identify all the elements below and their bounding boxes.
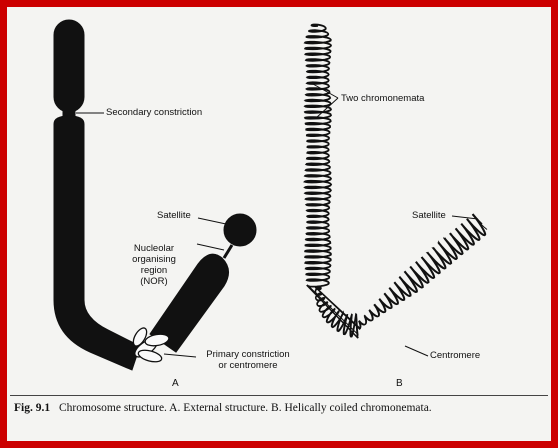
label-secondary-constriction: Secondary constriction — [106, 107, 203, 118]
chromosome-a-long-arm — [53, 115, 141, 371]
label-nor-line1: Nucleolar — [133, 243, 175, 254]
label-satellite-b: Satellite — [412, 210, 446, 221]
label-primary-line1: Primary constriction — [206, 349, 290, 360]
coil-strand-2 — [303, 23, 488, 338]
label-two-chromonemata: Two chromonemata — [341, 93, 425, 104]
chromonemata-coil — [302, 23, 488, 339]
caption-number: Fig. 9.1 — [14, 402, 51, 414]
centromere-a — [132, 327, 170, 363]
caption-rule — [10, 395, 548, 396]
leader-primary-constriction — [163, 353, 197, 358]
leader-two-chromonemata-2 — [315, 97, 339, 119]
coil-strand-1 — [302, 23, 487, 339]
caption-text: Chromosome structure. A. External struct… — [58, 402, 432, 414]
leader-nor — [196, 243, 225, 251]
chromosome-a — [53, 19, 257, 371]
label-nor: Nucleolar organising region (NOR) — [114, 243, 194, 287]
label-nor-line2: organising — [132, 254, 176, 265]
label-primary-line2: or centromere — [218, 360, 278, 371]
panel-label-a: A — [172, 378, 179, 389]
label-nor-line4: (NOR) — [140, 276, 168, 287]
label-nor-line3: region — [140, 265, 168, 276]
satellite-a — [223, 213, 257, 247]
leader-satellite-a — [197, 217, 227, 225]
label-satellite-a: Satellite — [157, 210, 191, 221]
label-primary-constriction: Primary constriction or centromere — [186, 349, 310, 371]
leader-two-chromonemata-1 — [312, 83, 339, 99]
figure-caption: Fig. 9.1 Chromosome structure. A. Extern… — [14, 402, 554, 414]
leader-satellite-b — [451, 215, 479, 220]
chromosome-a-top-segment — [53, 19, 85, 113]
nor-stalk — [222, 244, 234, 259]
chromosome-a-short-arm — [149, 253, 229, 353]
leader-centromere-b — [404, 345, 429, 357]
panel-label-b: B — [396, 378, 403, 389]
label-centromere-b: Centromere — [430, 350, 481, 361]
